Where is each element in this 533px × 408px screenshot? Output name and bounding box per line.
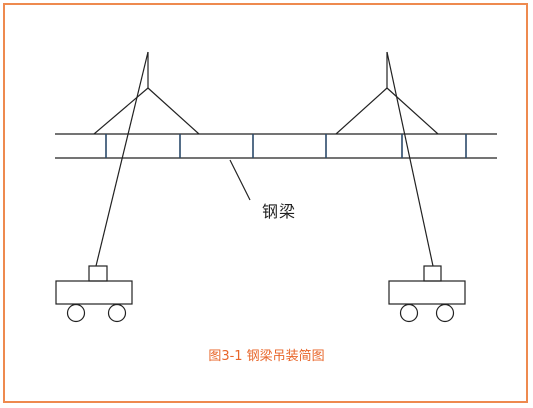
left-crane-boom: [95, 51, 149, 267]
beam-label: 钢梁: [262, 202, 297, 221]
left-sling: [93, 52, 200, 135]
right-crane: [388, 265, 466, 323]
right-crane-boom: [386, 51, 434, 267]
figure-caption: 图3-1 钢梁吊装简图: [208, 349, 325, 364]
right-sling: [335, 52, 439, 135]
steel-beam: [55, 133, 497, 159]
left-crane: [55, 265, 133, 323]
beam-label-leader: [229, 159, 251, 201]
diagram-frame: [3, 3, 528, 403]
